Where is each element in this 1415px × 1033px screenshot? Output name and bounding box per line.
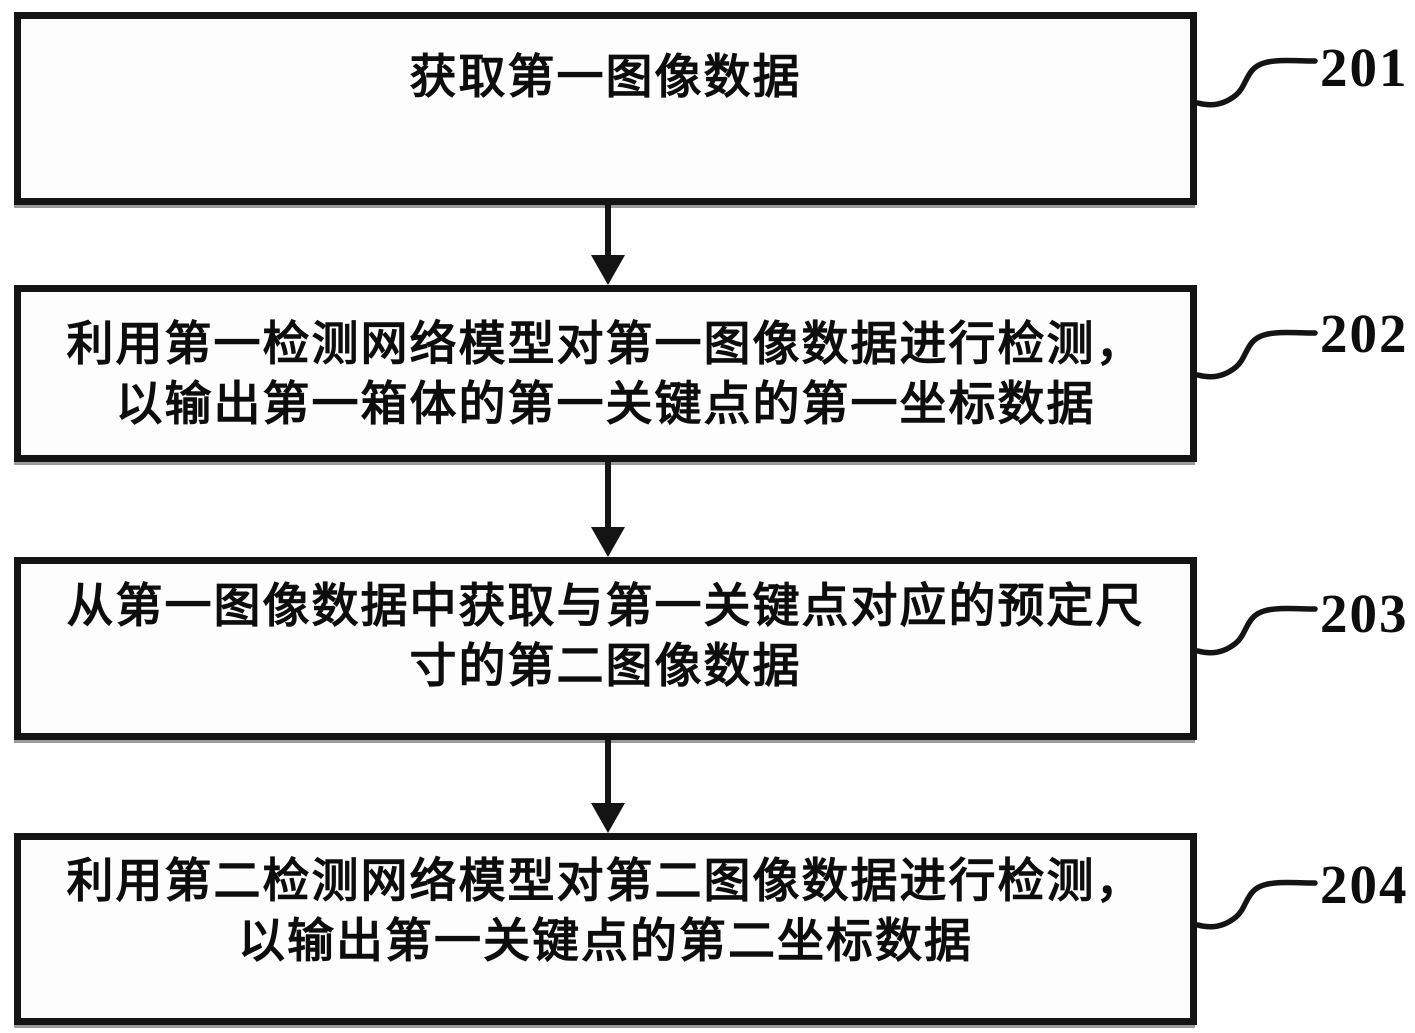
flow-arrow-1 xyxy=(591,205,625,285)
ref-connector-204 xyxy=(1197,879,1318,930)
step-text-line: 从第一图像数据中获取与第一关键点对应的预定尺 xyxy=(66,578,1145,632)
step-text-line: 以输出第一关键点的第二坐标数据 xyxy=(238,914,973,967)
flow-arrow-2 xyxy=(591,462,625,557)
ref-connector-201 xyxy=(1197,57,1318,108)
ref-connector-202 xyxy=(1197,329,1318,380)
step-box-202: 利用第一检测网络模型对第一图像数据进行检测， 以输出第一箱体的第一关键点的第一坐… xyxy=(14,285,1197,462)
arrow-shaft xyxy=(605,205,611,255)
step-text-line: 获取第一图像数据 xyxy=(409,50,802,103)
step-text-line: 寸的第二图像数据 xyxy=(409,638,802,692)
step-box-201: 获取第一图像数据 xyxy=(14,12,1197,205)
arrow-shaft xyxy=(605,462,611,527)
ref-label-204: 204 xyxy=(1320,854,1409,915)
ref-connector-203 xyxy=(1197,605,1318,656)
step-box-204: 利用第二检测网络模型对第二图像数据进行检测， 以输出第一关键点的第二坐标数据 xyxy=(14,833,1197,1025)
flow-arrow-3 xyxy=(591,740,625,833)
step-box-203: 从第一图像数据中获取与第一关键点对应的预定尺 寸的第二图像数据 xyxy=(14,557,1197,740)
arrowhead-icon xyxy=(591,527,625,557)
arrowhead-icon xyxy=(591,803,625,833)
step-text-line: 利用第二检测网络模型对第二图像数据进行检测， xyxy=(66,854,1145,907)
arrowhead-icon xyxy=(591,255,625,285)
ref-label-201: 201 xyxy=(1320,37,1409,98)
arrow-shaft xyxy=(605,740,611,803)
ref-label-202: 202 xyxy=(1320,303,1409,364)
ref-label-203: 203 xyxy=(1320,583,1409,644)
step-text-line: 以输出第一箱体的第一关键点的第一坐标数据 xyxy=(115,376,1096,430)
step-text-line: 利用第一检测网络模型对第一图像数据进行检测， xyxy=(66,316,1145,370)
